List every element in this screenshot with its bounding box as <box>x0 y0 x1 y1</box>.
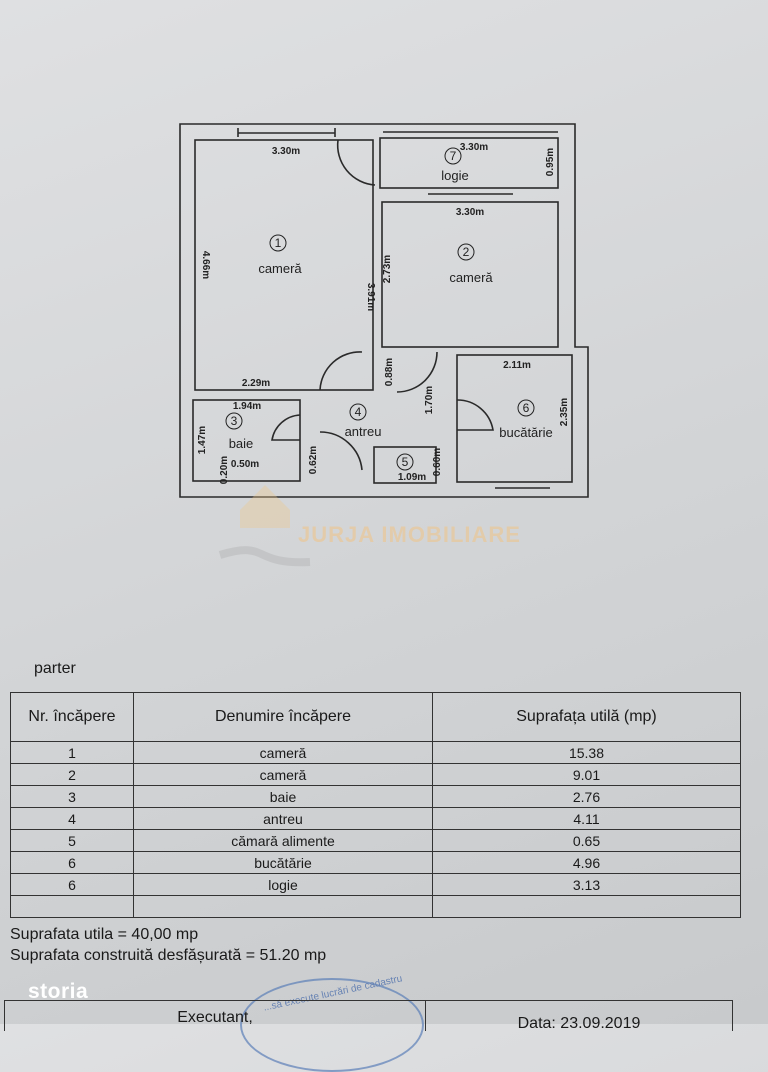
svg-text:5: 5 <box>402 455 409 469</box>
room-7-outline <box>379 137 559 189</box>
table-header-row: Nr. încăpere Denumire încăpere Suprafața… <box>10 692 741 742</box>
dim-label: 0.88m <box>384 358 395 386</box>
room-5-outline <box>373 446 437 484</box>
room-2-name: cameră <box>449 270 493 285</box>
date-label: Data: 23.09.2019 <box>517 1015 641 1032</box>
room-number: 3 <box>10 785 134 808</box>
room-number: 6 <box>10 851 134 874</box>
dim-label: 0.20m <box>219 456 230 484</box>
room-6-number: 6 <box>523 401 530 415</box>
dim-label: 2.35m <box>559 398 570 426</box>
room-2-number: 2 <box>463 245 470 259</box>
dim-label: 1.09m <box>398 472 426 483</box>
dim-label: 0.60m <box>432 448 443 476</box>
dim-label: 0.95m <box>545 148 556 176</box>
room-area: 4.11 <box>432 807 741 830</box>
built-area: Suprafata construită desfășurată = 51.20… <box>10 947 327 964</box>
room-6-outline <box>456 354 573 483</box>
room-number: 6 <box>10 873 134 896</box>
dim-label: 3.30m <box>460 142 488 153</box>
door-arc <box>336 139 376 186</box>
table-empty-row <box>10 895 741 918</box>
room-area: 2.76 <box>432 785 741 808</box>
room-name: antreu <box>133 807 433 830</box>
room-1-number: 1 <box>275 236 282 250</box>
room-name: cămară alimente <box>133 829 433 852</box>
dim-label: 2.11m <box>503 360 531 371</box>
room-area: 3.13 <box>432 873 741 896</box>
floor-label: parter <box>34 660 76 677</box>
useful-area: Suprafata utila = 40,00 mp <box>10 926 199 943</box>
floor-plan: 1 cameră 2 cameră 3 baie 4 antreu 5 6 bu… <box>179 123 589 498</box>
room-area: 4.96 <box>432 851 741 874</box>
room-number: 5 <box>10 829 134 852</box>
dim-label: 4.66m <box>200 251 211 279</box>
executant-label: Executant, <box>5 1001 426 1031</box>
rooms-table: Nr. încăpere Denumire încăpere Suprafața… <box>10 692 741 918</box>
room-7-name: logie <box>441 168 468 183</box>
room-4-number: 4 <box>355 405 362 419</box>
room-name: bucătărie <box>133 851 433 874</box>
room-number: 4 <box>10 807 134 830</box>
dim-label: 2.29m <box>242 378 270 389</box>
door-arc <box>456 399 494 431</box>
watermark-text: JURJA IMOBILIARE <box>298 522 521 547</box>
room-1-outline <box>194 139 374 391</box>
room-name: logie <box>133 873 433 896</box>
room-area: 15.38 <box>432 741 741 764</box>
room-2-outline <box>381 201 559 348</box>
room-4-name: antreu <box>345 424 382 439</box>
door-arc <box>271 414 301 441</box>
room-name: cameră <box>133 763 433 786</box>
room-1-name: cameră <box>258 261 302 276</box>
dim-label: 3.30m <box>272 146 300 157</box>
brand-logo: storia <box>28 980 89 1003</box>
door-arc <box>396 351 438 393</box>
room-area: 9.01 <box>432 763 741 786</box>
room-7-number: 7 <box>450 149 457 163</box>
dim-label: 3.91m <box>365 283 376 311</box>
dim-label: 1.47m <box>197 426 208 454</box>
room-name: cameră <box>133 741 433 764</box>
door-arc <box>319 431 363 471</box>
header-room-name: Denumire încăpere <box>133 692 433 742</box>
dim-label: 2.73m <box>382 255 393 283</box>
header-area: Suprafața utilă (mp) <box>432 692 741 742</box>
signature-box: Executant, Data: 23.09.2019 <box>4 1000 733 1032</box>
dim-label: 0.62m <box>308 446 319 474</box>
outer-wall <box>179 123 589 498</box>
dim-label: 3.30m <box>456 207 484 218</box>
dim-label: 0.50m <box>231 459 259 470</box>
door-arc <box>319 351 363 391</box>
room-area: 0.65 <box>432 829 741 852</box>
room-name: baie <box>133 785 433 808</box>
header-room-number: Nr. încăpere <box>10 692 134 742</box>
room-number: 2 <box>10 763 134 786</box>
room-3-name: baie <box>229 436 254 451</box>
room-number: 1 <box>10 741 134 764</box>
watermark-logo <box>218 485 311 567</box>
room-6-name: bucătărie <box>499 425 552 440</box>
dim-label: 1.94m <box>233 401 261 412</box>
room-3-number: 3 <box>231 414 238 428</box>
dim-label: 1.70m <box>424 386 435 414</box>
